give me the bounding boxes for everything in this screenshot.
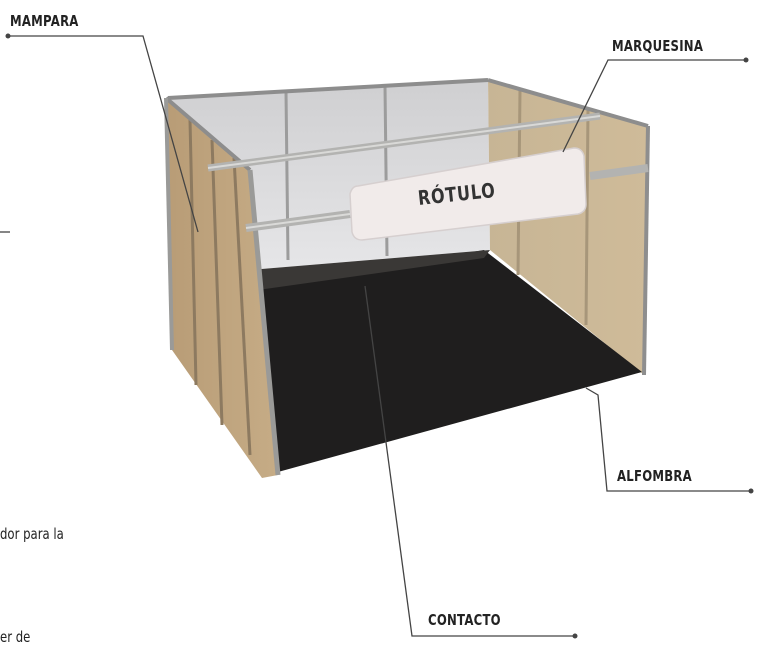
label-alfombra: ALFOMBRA — [617, 467, 692, 485]
text-fragment-2: er de — [0, 628, 31, 646]
label-marquesina: MARQUESINA — [612, 37, 704, 55]
leader-dots — [5, 33, 754, 639]
leader-lines — [0, 35, 751, 637]
carpet-floor — [258, 250, 642, 472]
canopy-beams — [207, 112, 649, 232]
left-wall — [164, 96, 281, 478]
label-contacto: CONTACTO — [428, 611, 501, 629]
label-mampara: MAMPARA — [10, 12, 79, 30]
sign-board — [349, 147, 587, 241]
text-fragment-1: dor para la — [0, 525, 64, 543]
